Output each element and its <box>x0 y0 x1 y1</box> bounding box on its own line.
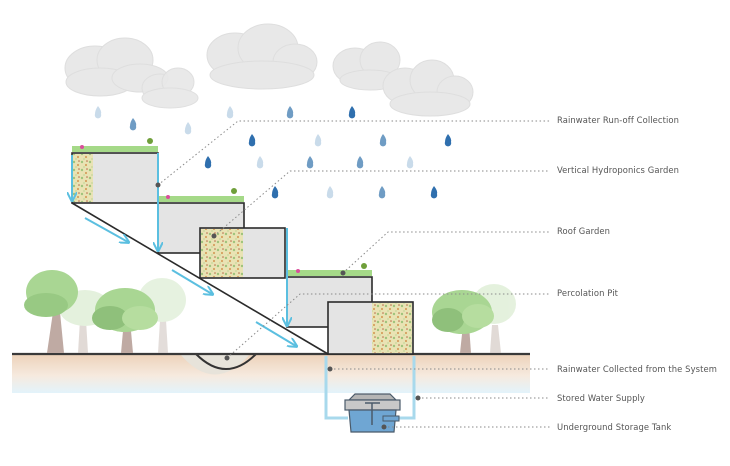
raindrop-icon <box>430 186 438 199</box>
raindrop-icon <box>94 106 102 119</box>
cloud-icon <box>382 59 474 117</box>
collection-pipe <box>324 356 416 420</box>
raindrop-icon <box>226 106 234 119</box>
tree-icon <box>432 290 494 353</box>
raindrop-icon <box>204 156 212 169</box>
label-underground-storage-tank: Underground Storage Tank <box>557 422 672 432</box>
raindrop-icon <box>444 134 452 147</box>
cloud-icon <box>332 41 401 91</box>
raindrop-icon <box>271 186 279 199</box>
raindrop-icon <box>406 156 414 169</box>
raindrop-icon <box>314 134 322 147</box>
tree-icon <box>24 270 78 353</box>
label-vertical-hydroponics-garden: Vertical Hydroponics Garden <box>557 165 680 175</box>
clouds <box>64 23 474 117</box>
label-rainwater-runoff-collection: Rainwater Run-off Collection <box>557 115 680 125</box>
slope-line <box>71 202 329 355</box>
hydroponic-panels <box>73 154 412 353</box>
raindrop-icon <box>379 134 387 147</box>
label-roof-garden: Roof Garden <box>557 226 611 236</box>
raindrop-icon <box>184 122 192 135</box>
raindrop-icon <box>248 134 256 147</box>
label-rainwater-collected: Rainwater Collected from the System <box>557 364 718 374</box>
leader-dots <box>155 182 421 430</box>
label-percolation-pit: Percolation Pit <box>557 288 619 298</box>
soil-layer <box>12 355 530 393</box>
label-stored-water-supply: Stored Water Supply <box>557 393 645 403</box>
raindrop-icon <box>378 186 386 199</box>
storage-tank-icon <box>344 393 401 433</box>
raindrop-icon <box>129 118 137 131</box>
raindrop-icon <box>256 156 264 169</box>
water-flow <box>72 153 296 346</box>
percolation-pit <box>180 353 257 375</box>
raindrop-icon <box>286 106 294 119</box>
raindrop-icon <box>356 156 364 169</box>
raindrops <box>94 106 452 199</box>
raindrop-icon <box>306 156 314 169</box>
cloud-icon <box>206 23 318 90</box>
leader-lines <box>157 120 550 428</box>
trees-left <box>24 270 186 353</box>
raindrop-icon <box>348 106 356 119</box>
raindrop-icon <box>326 186 334 199</box>
tree-icon <box>92 288 158 353</box>
roof-grass <box>72 138 372 276</box>
cloud-icon <box>141 67 199 109</box>
